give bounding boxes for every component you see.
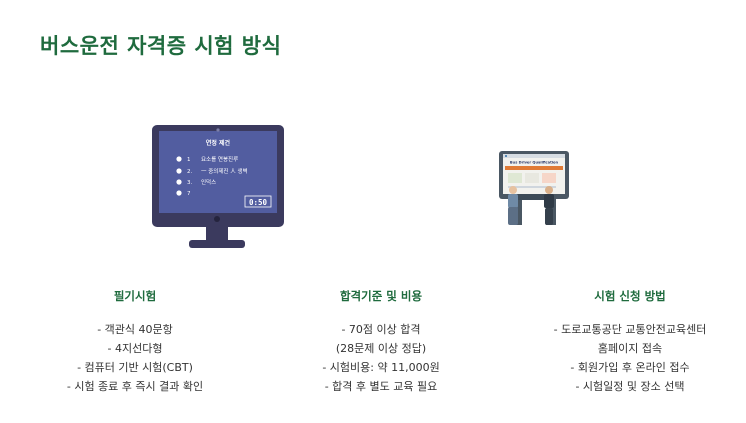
list-item: 홈페이지 접속 [597,342,663,355]
kiosk-illustration: Bus Driver Qualification [499,151,569,225]
radio-option-icon [176,168,182,174]
timer-readout: 0:50 [249,198,268,207]
list-item: - 시험비용: 약 11,000원 [322,361,440,374]
section-list: - 도로교통공단 교통안전교육센터 홈페이지 접속 - 회원가입 후 온라인 접… [515,320,745,396]
page-title: 버스운전 자격증 시험 방식 [40,34,282,58]
list-item: (28문제 이상 정답) [335,342,427,355]
written-exam-section: 필기시험 - 객관식 40문항 - 4지선다형 - 컴퓨터 기반 시험(CBT)… [20,288,250,396]
option-text: 一 중의제진 人 생벽 [201,167,248,175]
section-title: 합격기준 및 비용 [339,289,423,303]
application-method-section: 시험 신청 방법 - 도로교통공단 교통안전교육센터 홈페이지 접속 - 회원가… [515,288,745,396]
radio-option-icon [176,179,182,185]
kiosk-screen-title: Bus Driver Qualification [510,161,559,165]
list-item: - 컴퓨터 기반 시험(CBT) [77,361,193,374]
option-text: 인덕스 [201,179,216,186]
list-item: - 70점 이상 합격 [341,323,421,336]
cbt-monitor-illustration: 연정 제건 1 요소를 연봉진루 2. 一 중의제진 人 생벽 3. 인덕스 7… [152,125,284,248]
list-item: - 회원가입 후 온라인 접수 [570,361,690,374]
option-number: 3. [187,180,192,186]
list-item: - 시험일정 및 장소 선택 [575,380,685,393]
option-text: 요소를 연봉진루 [201,155,238,163]
option-number: 7 [187,191,191,197]
option-number: 1 [187,157,191,163]
radio-option-icon [176,156,182,162]
list-item: - 합격 후 별도 교육 필요 [324,380,438,393]
section-title: 필기시험 [113,289,157,303]
option-number: 2. [187,169,192,175]
monitor-question-list: 1 요소를 연봉진루 2. 一 중의제진 人 생벽 3. 인덕스 7 [176,155,248,197]
list-item: - 객관식 40문항 [97,323,173,336]
section-list: - 70점 이상 합격 (28문제 이상 정답) - 시험비용: 약 11,00… [266,320,496,396]
radio-option-icon [176,190,182,196]
list-item: - 도로교통공단 교통안전교육센터 [553,323,707,336]
pass-criteria-section: 합격기준 및 비용 - 70점 이상 합격 (28문제 이상 정답) - 시험비… [266,288,496,396]
section-list: - 객관식 40문항 - 4지선다형 - 컴퓨터 기반 시험(CBT) - 시험… [20,320,250,396]
list-item: - 4지선다형 [107,342,163,355]
list-item: - 시험 종료 후 즉시 결과 확인 [66,380,204,393]
monitor-header: 연정 제건 [206,139,231,147]
section-title: 시험 신청 방법 [594,289,666,303]
